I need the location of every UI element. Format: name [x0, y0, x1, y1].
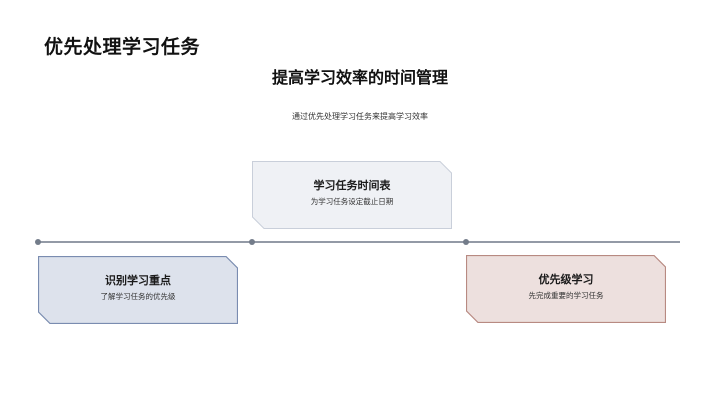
card-task-schedule: 学习任务时间表 为学习任务设定截止日期 [252, 161, 452, 229]
card-shape [252, 161, 452, 229]
card-title: 学习任务时间表 [313, 179, 391, 192]
timeline-line [38, 241, 680, 243]
timeline-dot [35, 239, 41, 245]
page-title: 优先处理学习任务 [44, 36, 201, 58]
card-description: 为学习任务设定截止日期 [310, 197, 394, 206]
card-identify-focus: 识别学习重点 了解学习任务的优先级 [38, 256, 238, 324]
timeline-dot [249, 239, 255, 245]
card-shape [38, 256, 238, 324]
subtitle: 通过优先处理学习任务来提高学习效率 [292, 112, 428, 121]
card-description: 先完成重要的学习任务 [528, 291, 604, 300]
card-title: 识别学习重点 [105, 274, 171, 287]
timeline-dot [463, 239, 469, 245]
card-priority-study: 优先级学习 先完成重要的学习任务 [466, 255, 666, 323]
main-title: 提高学习效率的时间管理 [271, 68, 448, 87]
card-shape [466, 255, 666, 323]
card-description: 了解学习任务的优先级 [100, 292, 176, 301]
card-title: 优先级学习 [538, 273, 594, 286]
